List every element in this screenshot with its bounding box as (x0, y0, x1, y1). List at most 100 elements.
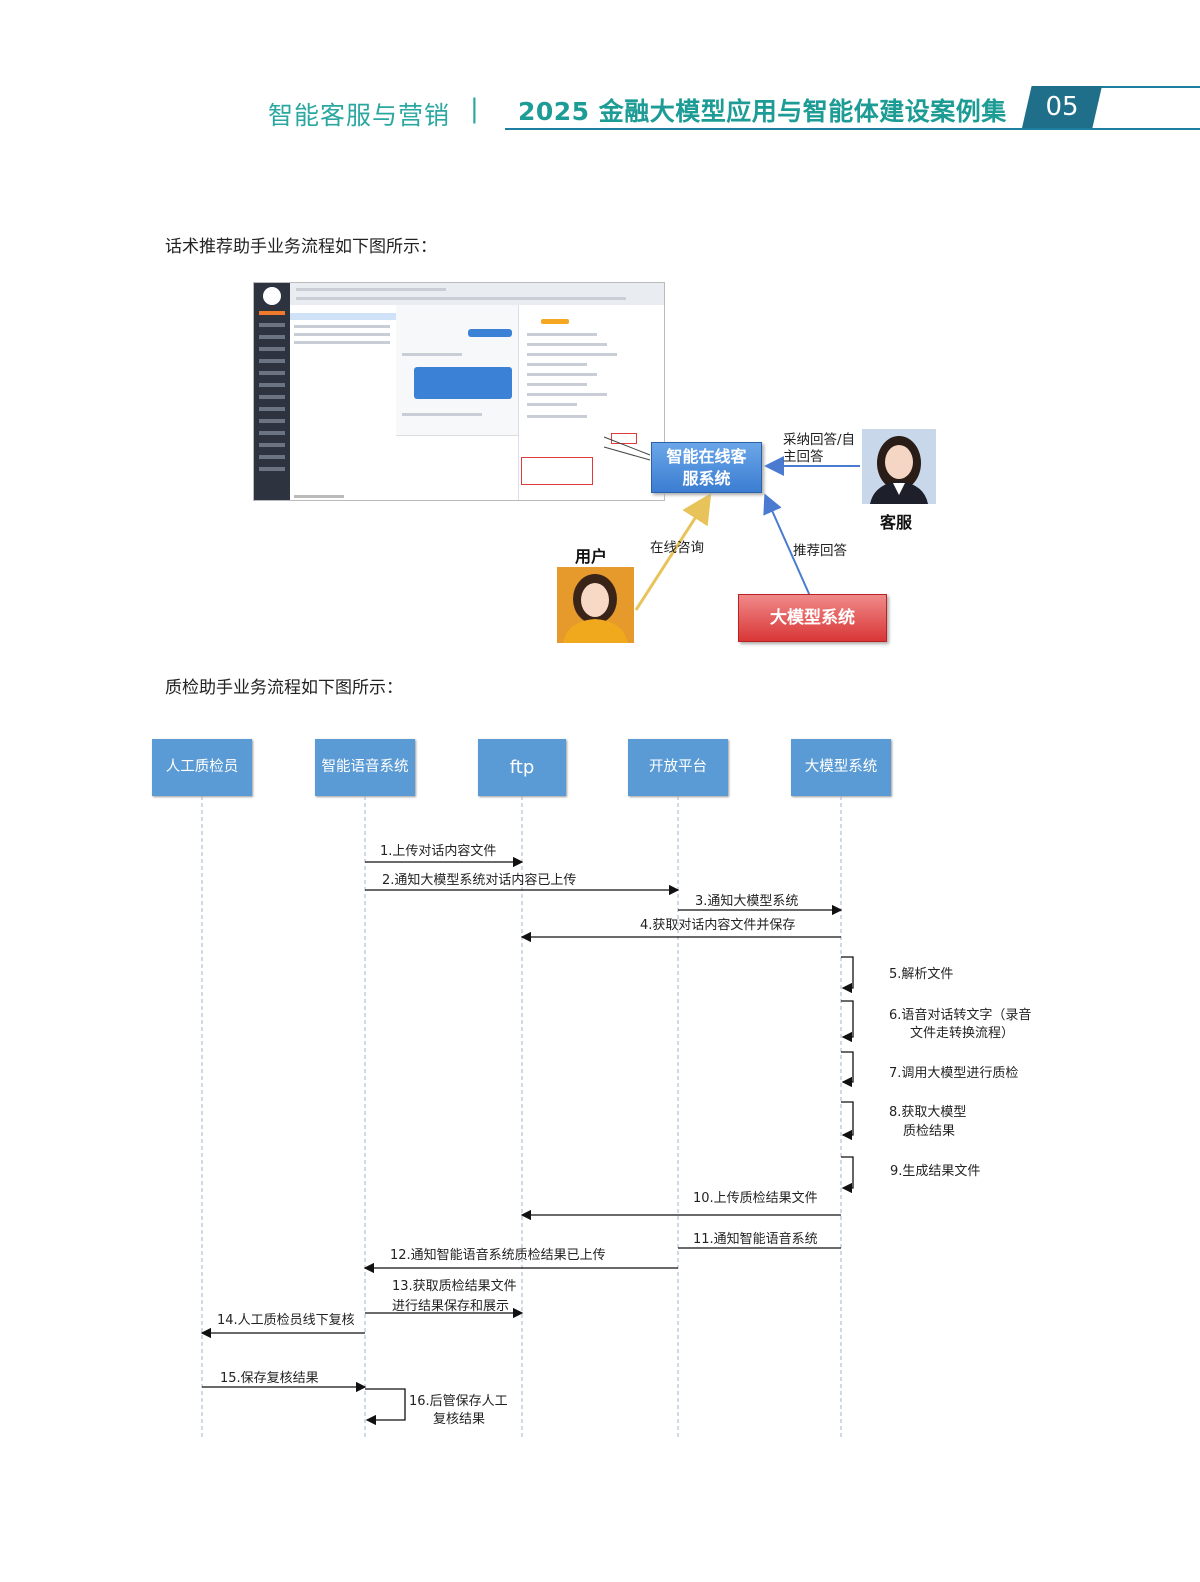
list-line (294, 325, 390, 328)
chat-bubble (414, 367, 512, 399)
panel-line (527, 383, 587, 386)
adopt-label: 采纳回答/自主回答 (783, 432, 856, 465)
section2-caption: 质检助手业务流程如下图所示： (165, 678, 403, 698)
msg-16-line2: 复核结果 (433, 1412, 486, 1427)
panel-line (527, 373, 597, 376)
sidebar-row (259, 419, 285, 423)
msg-13-line2: 进行结果保存和展示 (392, 1299, 510, 1314)
msg-16-line1: 16.后管保存人工 (409, 1394, 508, 1409)
app-logo-icon (263, 287, 281, 305)
selected-row (290, 313, 396, 320)
msg-10: 10.上传质检结果文件 (693, 1191, 818, 1206)
consult-label: 在线咨询 (650, 540, 704, 556)
msg-15: 15.保存复核结果 (220, 1371, 319, 1386)
tag (541, 319, 569, 324)
list-footer (294, 495, 344, 498)
user-avatar (557, 567, 634, 643)
msg-6-arrow (841, 1000, 854, 1043)
msg-8-line1: 8.获取大模型 (889, 1105, 967, 1120)
agent-label: 客服 (880, 513, 913, 532)
msg-8-arrow (841, 1101, 854, 1141)
screenshot-chat-area (396, 305, 518, 500)
header-rule (505, 128, 1200, 130)
page-number-badge (1022, 86, 1102, 128)
msg-5-arrow (841, 956, 854, 994)
header-section-name: 智能客服与营销 (268, 101, 451, 130)
consult-arrow (634, 492, 712, 611)
msg-6-line1: 6.语音对话转文字（录音 (889, 1008, 1032, 1023)
sidebar-row (259, 443, 285, 447)
sidebar-row (259, 455, 285, 459)
agent-avatar (862, 429, 936, 504)
sidebar-row (259, 383, 285, 387)
msg-3: 3.通知大模型系统 (695, 894, 799, 909)
sidebar-row (259, 347, 285, 351)
sidebar-row (259, 323, 285, 327)
msg-16-arrow (365, 1388, 406, 1426)
panel-line (527, 415, 587, 418)
msg-13-line1: 13.获取质检结果文件 (392, 1279, 517, 1294)
screenshot-sidebar (254, 283, 290, 500)
list-line (294, 341, 390, 344)
llm-system-box: 大模型系统 (738, 594, 887, 642)
header-rule-tail (1092, 86, 1200, 126)
online-cs-system-box: 智能在线客服系统 (651, 442, 762, 493)
panel-line (527, 403, 577, 406)
msg-11: 11.通知智能语音系统 (693, 1232, 818, 1247)
sidebar-row (259, 335, 285, 339)
lane-manual-inspector: 人工质检员 (152, 739, 252, 796)
lane-llm-system: 大模型系统 (791, 739, 891, 796)
sidebar-row (259, 467, 285, 471)
pointer-line (603, 436, 651, 456)
sidebar-row (259, 395, 285, 399)
sidebar-row (259, 311, 285, 315)
customer-service-screenshot (253, 282, 665, 501)
screenshot-session-list (290, 305, 397, 500)
sidebar-row (259, 359, 285, 363)
lifelines (201, 796, 842, 1440)
chat-line (402, 353, 462, 356)
section1-caption: 话术推荐助手业务流程如下图所示： (165, 237, 437, 257)
toolbar-line (296, 288, 446, 291)
sidebar-row (259, 371, 285, 375)
list-line (294, 333, 390, 336)
header-title: 2025 金融大模型应用与智能体建设案例集 (518, 97, 1007, 126)
agent-photo-icon (870, 436, 928, 504)
pointer-line (603, 446, 651, 461)
lane-ftp: ftp (478, 739, 566, 796)
highlight-tab (611, 433, 637, 444)
msg-5: 5.解析文件 (889, 967, 954, 982)
msg-7-arrow (841, 1051, 854, 1088)
online-cs-system-label: 智能在线客服系统 (666, 447, 747, 488)
recommend-arrow (763, 493, 811, 597)
user-label: 用户 (575, 547, 608, 566)
msg-14: 14.人工质检员线下复核 (217, 1313, 355, 1328)
screenshot-info-panel (518, 305, 664, 500)
chat-bubble (468, 329, 512, 337)
msg-6-line2: 文件走转换流程） (910, 1026, 1015, 1041)
chat-input (396, 435, 518, 500)
highlight-recommendations (521, 457, 593, 485)
panel-line (527, 363, 587, 366)
msg-9-arrow (841, 1156, 854, 1194)
panel-line (527, 393, 607, 396)
panel-line (527, 353, 617, 356)
lane-open-platform: 开放平台 (628, 739, 728, 796)
msg-2: 2.通知大模型系统对话内容已上传 (382, 873, 577, 888)
panel-line (527, 333, 597, 336)
panel-line (527, 343, 607, 346)
msg-4: 4.获取对话内容文件并保存 (640, 918, 796, 933)
chat-line (402, 413, 482, 416)
msg-12: 12.通知智能语音系统质检结果已上传 (390, 1248, 606, 1263)
header-separator: | (470, 94, 479, 124)
toolbar-line (296, 297, 626, 300)
lane-voice-system: 智能语音系统 (315, 739, 415, 796)
sidebar-row (259, 407, 285, 411)
recommend-label: 推荐回答 (793, 543, 847, 559)
msg-7: 7.调用大模型进行质检 (889, 1066, 1019, 1081)
sidebar-row (259, 431, 285, 435)
user-photo-icon (563, 574, 628, 643)
page-number: 05 (1045, 92, 1079, 122)
